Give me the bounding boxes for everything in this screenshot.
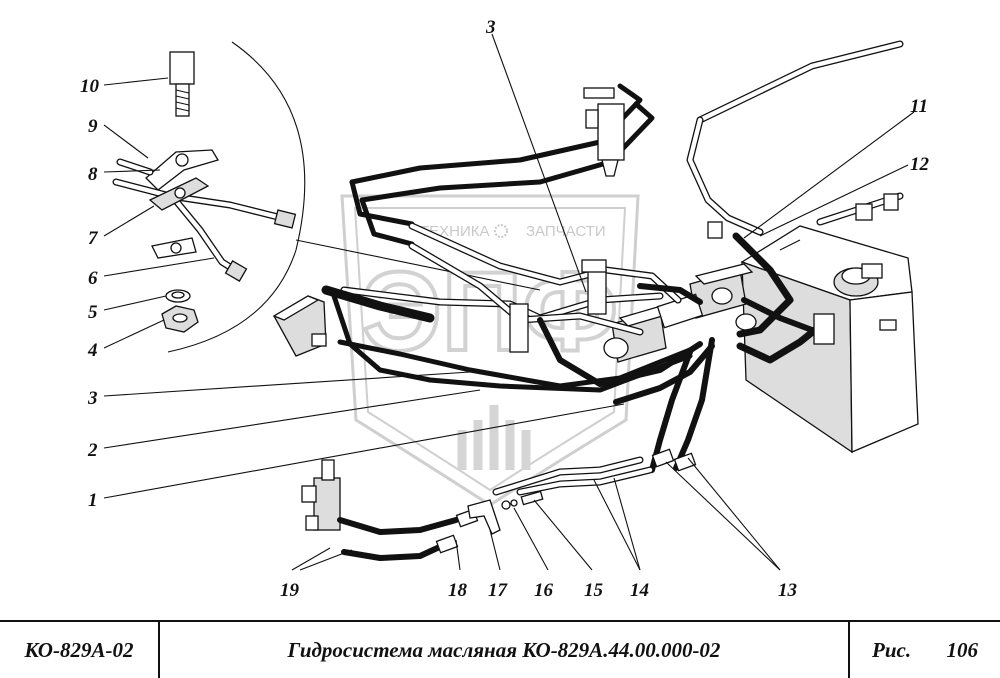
callout-11: 11	[910, 96, 928, 117]
callout-3-top: 3	[485, 17, 496, 38]
callout-16: 16	[534, 580, 554, 601]
title-block: КО-829А-02 Гидросистема масляная КО-829А…	[0, 620, 1000, 678]
callout-10: 10	[80, 76, 100, 97]
hose-lines	[321, 232, 835, 473]
callout-1: 1	[88, 490, 98, 511]
frame-rails	[686, 40, 904, 239]
document-code: КО-829А-02	[0, 622, 160, 678]
callout-15: 15	[584, 580, 604, 601]
detail-view	[112, 41, 541, 353]
callout-8: 8	[88, 164, 98, 185]
callout-6: 6	[88, 268, 98, 289]
nut-part	[161, 305, 199, 333]
callout-17: 17	[488, 580, 509, 601]
callout-leaders	[103, 33, 915, 571]
callout-2: 2	[87, 440, 98, 461]
figure-number: 106	[946, 637, 979, 662]
left-valve	[272, 295, 327, 357]
callout-labels: 10 9 8 7 6 5 4 3 3 2 1 11 12 13 14 15 16…	[80, 17, 930, 601]
bolt-part	[169, 51, 195, 117]
callout-5: 5	[88, 302, 98, 323]
top-cylinder	[349, 83, 655, 247]
callout-14: 14	[630, 580, 649, 601]
callout-4: 4	[87, 340, 98, 361]
callout-12: 12	[910, 154, 930, 175]
gear-icon	[494, 224, 508, 238]
watermark-brand-right: ЗАПЧАСТИ	[526, 223, 606, 240]
lower-cylinder	[301, 459, 544, 561]
callout-18: 18	[448, 580, 468, 601]
callout-19: 19	[280, 580, 300, 601]
callout-7: 7	[88, 228, 99, 249]
pipe-assembly	[340, 222, 682, 353]
figure-reference: Рис. 106	[850, 622, 1000, 678]
drawing-title: Гидросистема масляная КО-829А.44.00.000-…	[160, 622, 850, 678]
figure-label: Рис.	[872, 637, 912, 662]
distributor-block	[603, 263, 757, 363]
callout-3: 3	[87, 388, 98, 409]
callout-9: 9	[88, 116, 98, 137]
washer-part	[165, 289, 191, 303]
hydraulic-system-drawing: ЭПФ ТЕХНИКА ЗАПЧАСТИ	[80, 17, 930, 601]
callout-13: 13	[778, 580, 797, 601]
